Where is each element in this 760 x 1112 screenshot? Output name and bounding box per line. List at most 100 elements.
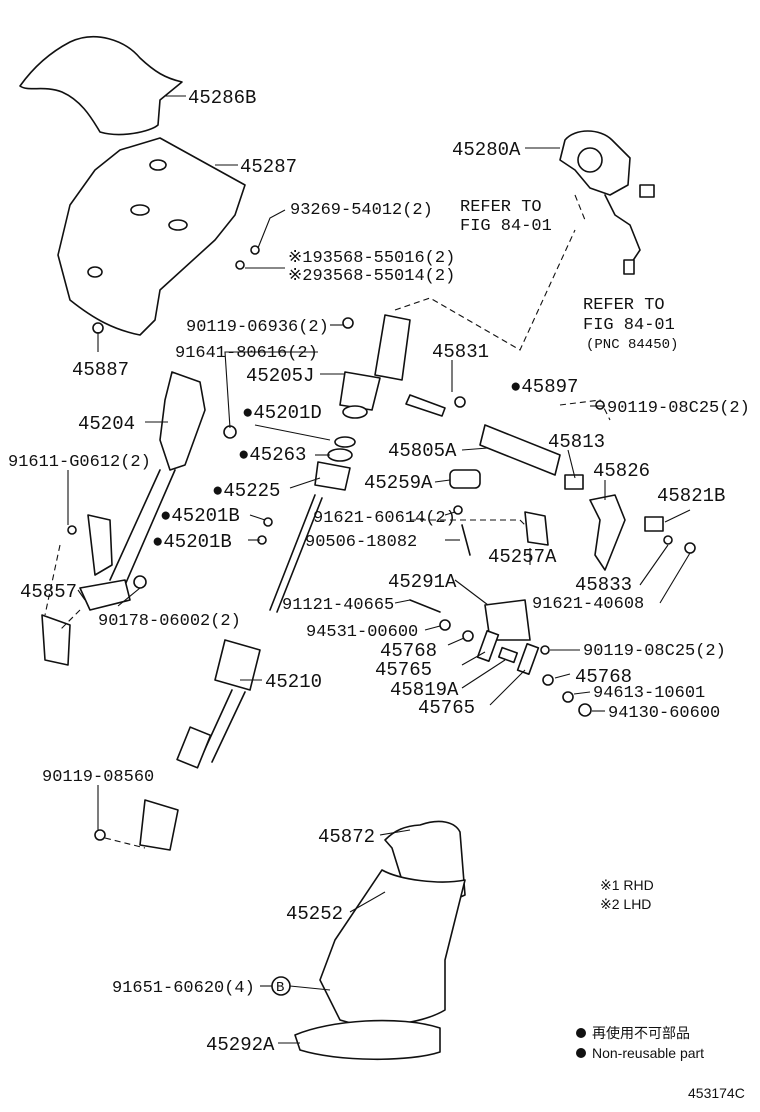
legend-japanese: 再使用不可部品 [592,1025,690,1041]
label-45204: 45204 [78,413,135,435]
label-94130-60600: 94130-60600 [608,704,720,723]
part-45210-shaft [269,494,316,611]
label-90178-06002: 90178-06002(2) [98,612,241,631]
label-45205j: 45205J [246,365,314,387]
part-45210-shaft [211,691,246,763]
label-lhd-note: ※2 LHD [600,896,651,912]
column-post [109,469,161,581]
label-45263: ●45263 [238,444,306,466]
column-post [124,469,176,586]
universal-joint-lower [139,799,179,851]
label-45887: 45887 [72,359,129,381]
part-45286b-cover [19,35,183,136]
part-45287-cover [57,137,246,336]
label-90506-18082: 90506-18082 [305,533,417,552]
part-45257a [524,511,549,546]
label-94531-00600: 94531-00600 [306,623,418,642]
connector [639,184,655,198]
part-45210-shaft [276,497,323,613]
part-45291a-bracket [484,599,531,641]
label-93568-55016: ※193568-55016(2) [288,249,455,268]
label-45805a: 45805A [388,440,457,462]
part-45857-bracket [41,614,71,666]
label-rhd-note: ※1 RHD [600,877,654,893]
label-91651-60620: 91651-60620(4) [112,979,255,998]
label-45201d: ●45201D [242,402,322,424]
label-45259a: 45259A [364,472,433,494]
label-refer-to-1: REFER TO [460,198,542,217]
label-45291a: 45291A [388,571,457,593]
cover-boss [87,266,103,278]
label-45897: ●45897 [510,376,578,398]
label-91621-60614: 91621-60614(2) [313,509,456,528]
part-45805a-lever [479,424,561,476]
part-45821b [644,516,664,532]
wiring-harness [604,194,641,266]
bolt-91621-60614 [453,505,463,515]
dashed-guide [59,609,81,631]
label-91611-g0612: 91611-G0612(2) [8,453,151,472]
bracket-foot [79,579,131,611]
label-93269-54012: 93269-54012(2) [290,201,433,220]
label-45833: 45833 [575,574,632,596]
part-45225-bushing [314,461,351,491]
spring-90506 [461,524,471,556]
label-45225: ●45225 [212,480,280,502]
part-45768 [542,674,554,686]
part-45201b-ring [263,517,273,527]
label-90119-08560: 90119-08560 [42,768,154,787]
bolt-91121 [409,599,441,613]
part-45826-lever [589,494,626,571]
nut-94130 [578,703,592,717]
legend-english: Non-reusable part [592,1045,704,1061]
screw [250,245,260,255]
label-45201b-1: ●45201B [160,505,240,527]
label-45210: 45210 [265,671,322,693]
label-fig-84-01-2: FIG 84-01 [583,316,675,335]
label-45765-a: 45765 [375,659,432,681]
part-45263-seal [327,448,353,462]
leader-lines [67,95,691,1044]
dashed-guide [44,544,61,616]
legend-dot-icon [576,1028,586,1038]
cover-boss [149,159,167,171]
label-refer-to-2: REFER TO [583,296,665,315]
label-45831: 45831 [432,341,489,363]
label-45252: 45252 [286,903,343,925]
part-45765 [516,642,540,676]
label-45292a: 45292A [206,1034,275,1056]
bearing [342,405,368,419]
label-45286b: 45286B [188,87,256,109]
part-45833 [663,535,673,545]
bolt-90119-08c25 [595,400,605,410]
label-45768-a: 45768 [380,640,437,662]
label-91621-40608: 91621-40608 [532,595,644,614]
part-45765 [476,629,500,663]
nut-90178 [133,575,147,589]
figure-code: 453174C [688,1085,745,1101]
part-45831-bolt [405,394,446,417]
label-94613-10601: 94613-10601 [593,684,705,703]
part-45897-nut [454,396,466,408]
callout-b-letter: B [276,980,284,996]
screw [235,260,245,270]
key-cylinder-face [577,147,603,173]
label-45872: 45872 [318,826,375,848]
part-45201d-ring [334,436,356,448]
clip-45887 [92,322,104,334]
washer-94531 [439,619,451,631]
legend-dot-icon [576,1048,586,1058]
label-45826: 45826 [593,460,650,482]
part-45205j-column-tube [374,314,411,381]
bolt-90119 [342,317,354,329]
label-45813: 45813 [548,431,605,453]
label-45257a: 45257A [488,546,557,568]
cover-boss [168,219,188,231]
part-45813 [564,474,584,490]
label-fig-84-01-1: FIG 84-01 [460,217,552,236]
bolt-91611 [67,525,77,535]
callout-b-circle [271,976,291,996]
bolt-91621-40608 [684,542,696,554]
label-93568-55014: ※293568-55014(2) [288,267,455,286]
